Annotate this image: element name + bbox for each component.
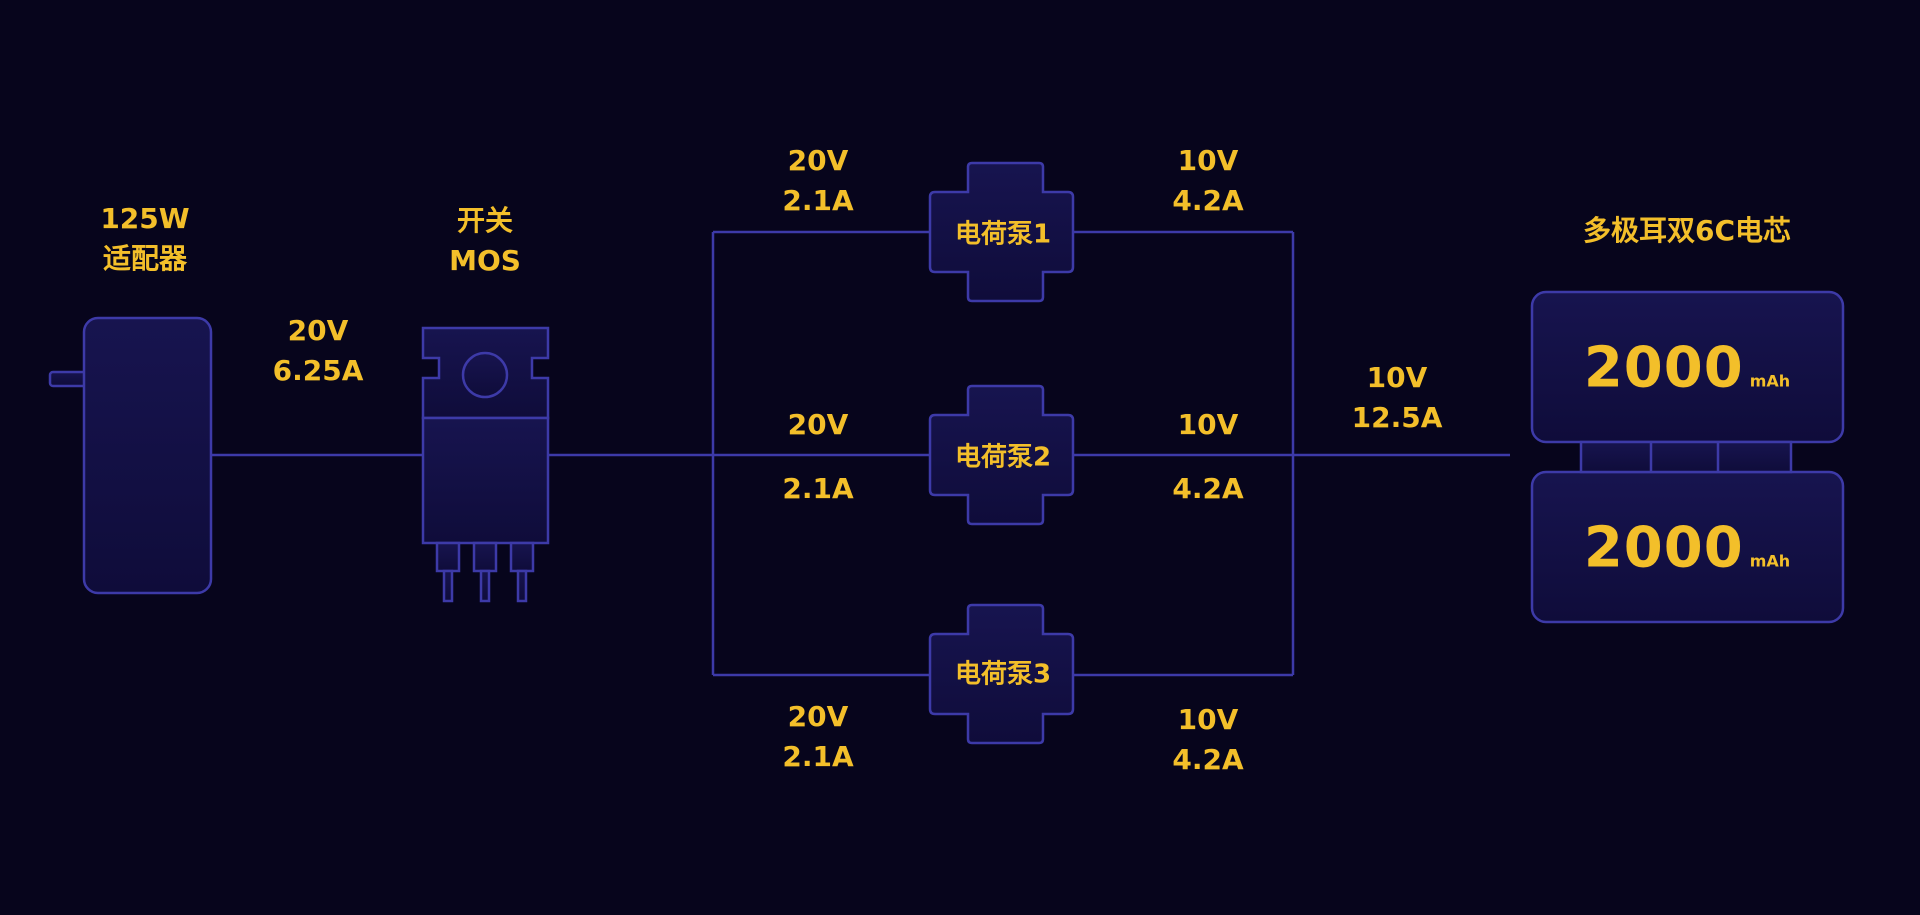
pump1-input-rating: 20V 2.1A xyxy=(782,141,853,221)
input-rating: 20V 6.25A xyxy=(273,311,364,391)
pump3-output-current: 4.2A xyxy=(1172,743,1244,776)
adapter-label: 125W 适配器 xyxy=(100,199,189,279)
pump3-input-rating: 20V 2.1A xyxy=(782,697,853,777)
output-rating: 10V 12.5A xyxy=(1352,358,1443,438)
input-voltage: 20V xyxy=(287,314,349,347)
adapter-name: 适配器 xyxy=(102,242,187,275)
output-current: 12.5A xyxy=(1351,401,1443,434)
adapter-power: 125W xyxy=(100,202,190,235)
pump2-input-current: 2.1A xyxy=(782,472,854,505)
pump2-output-voltage: 10V xyxy=(1177,408,1239,441)
charge-pump-2-icon xyxy=(928,384,1075,526)
cell2-unit: mAh xyxy=(1749,551,1791,571)
pump3-input-current: 2.1A xyxy=(782,740,854,773)
pump2-output-current: 4.2A xyxy=(1172,472,1244,505)
charge-pump-3-icon xyxy=(928,603,1075,745)
pump2-name: 电荷泵2 xyxy=(954,442,1052,473)
pump2-input-voltage: 20V xyxy=(787,408,849,441)
mos-line2: MOS xyxy=(449,244,521,277)
pump3-output-rating: 10V 4.2A xyxy=(1172,700,1243,780)
pump1-input-current: 2.1A xyxy=(782,184,854,217)
mos-label: 开关 MOS xyxy=(449,201,521,281)
adapter-icon xyxy=(48,316,213,595)
output-voltage: 10V xyxy=(1366,361,1428,394)
mos-transistor-icon xyxy=(421,326,550,603)
charge-pump-1-icon xyxy=(928,161,1075,303)
battery-title: 多极耳双6C电芯 xyxy=(1582,214,1792,247)
pump1-input-voltage: 20V xyxy=(787,144,849,177)
cell1-unit: mAh xyxy=(1749,371,1791,391)
pump1-output-rating: 10V 4.2A xyxy=(1172,141,1243,221)
cell1-capacity: 2000 xyxy=(1583,335,1744,401)
input-current: 6.25A xyxy=(272,354,364,387)
pump1-output-current: 4.2A xyxy=(1172,184,1244,217)
pump1-output-voltage: 10V xyxy=(1177,144,1239,177)
battery-pack-icon xyxy=(1530,290,1845,624)
cell2-capacity: 2000 xyxy=(1583,515,1744,581)
pump1-name: 电荷泵1 xyxy=(954,219,1052,250)
pump3-output-voltage: 10V xyxy=(1177,703,1239,736)
pump3-name: 电荷泵3 xyxy=(954,659,1052,690)
mos-line1: 开关 xyxy=(456,204,513,237)
pump3-input-voltage: 20V xyxy=(787,700,849,733)
